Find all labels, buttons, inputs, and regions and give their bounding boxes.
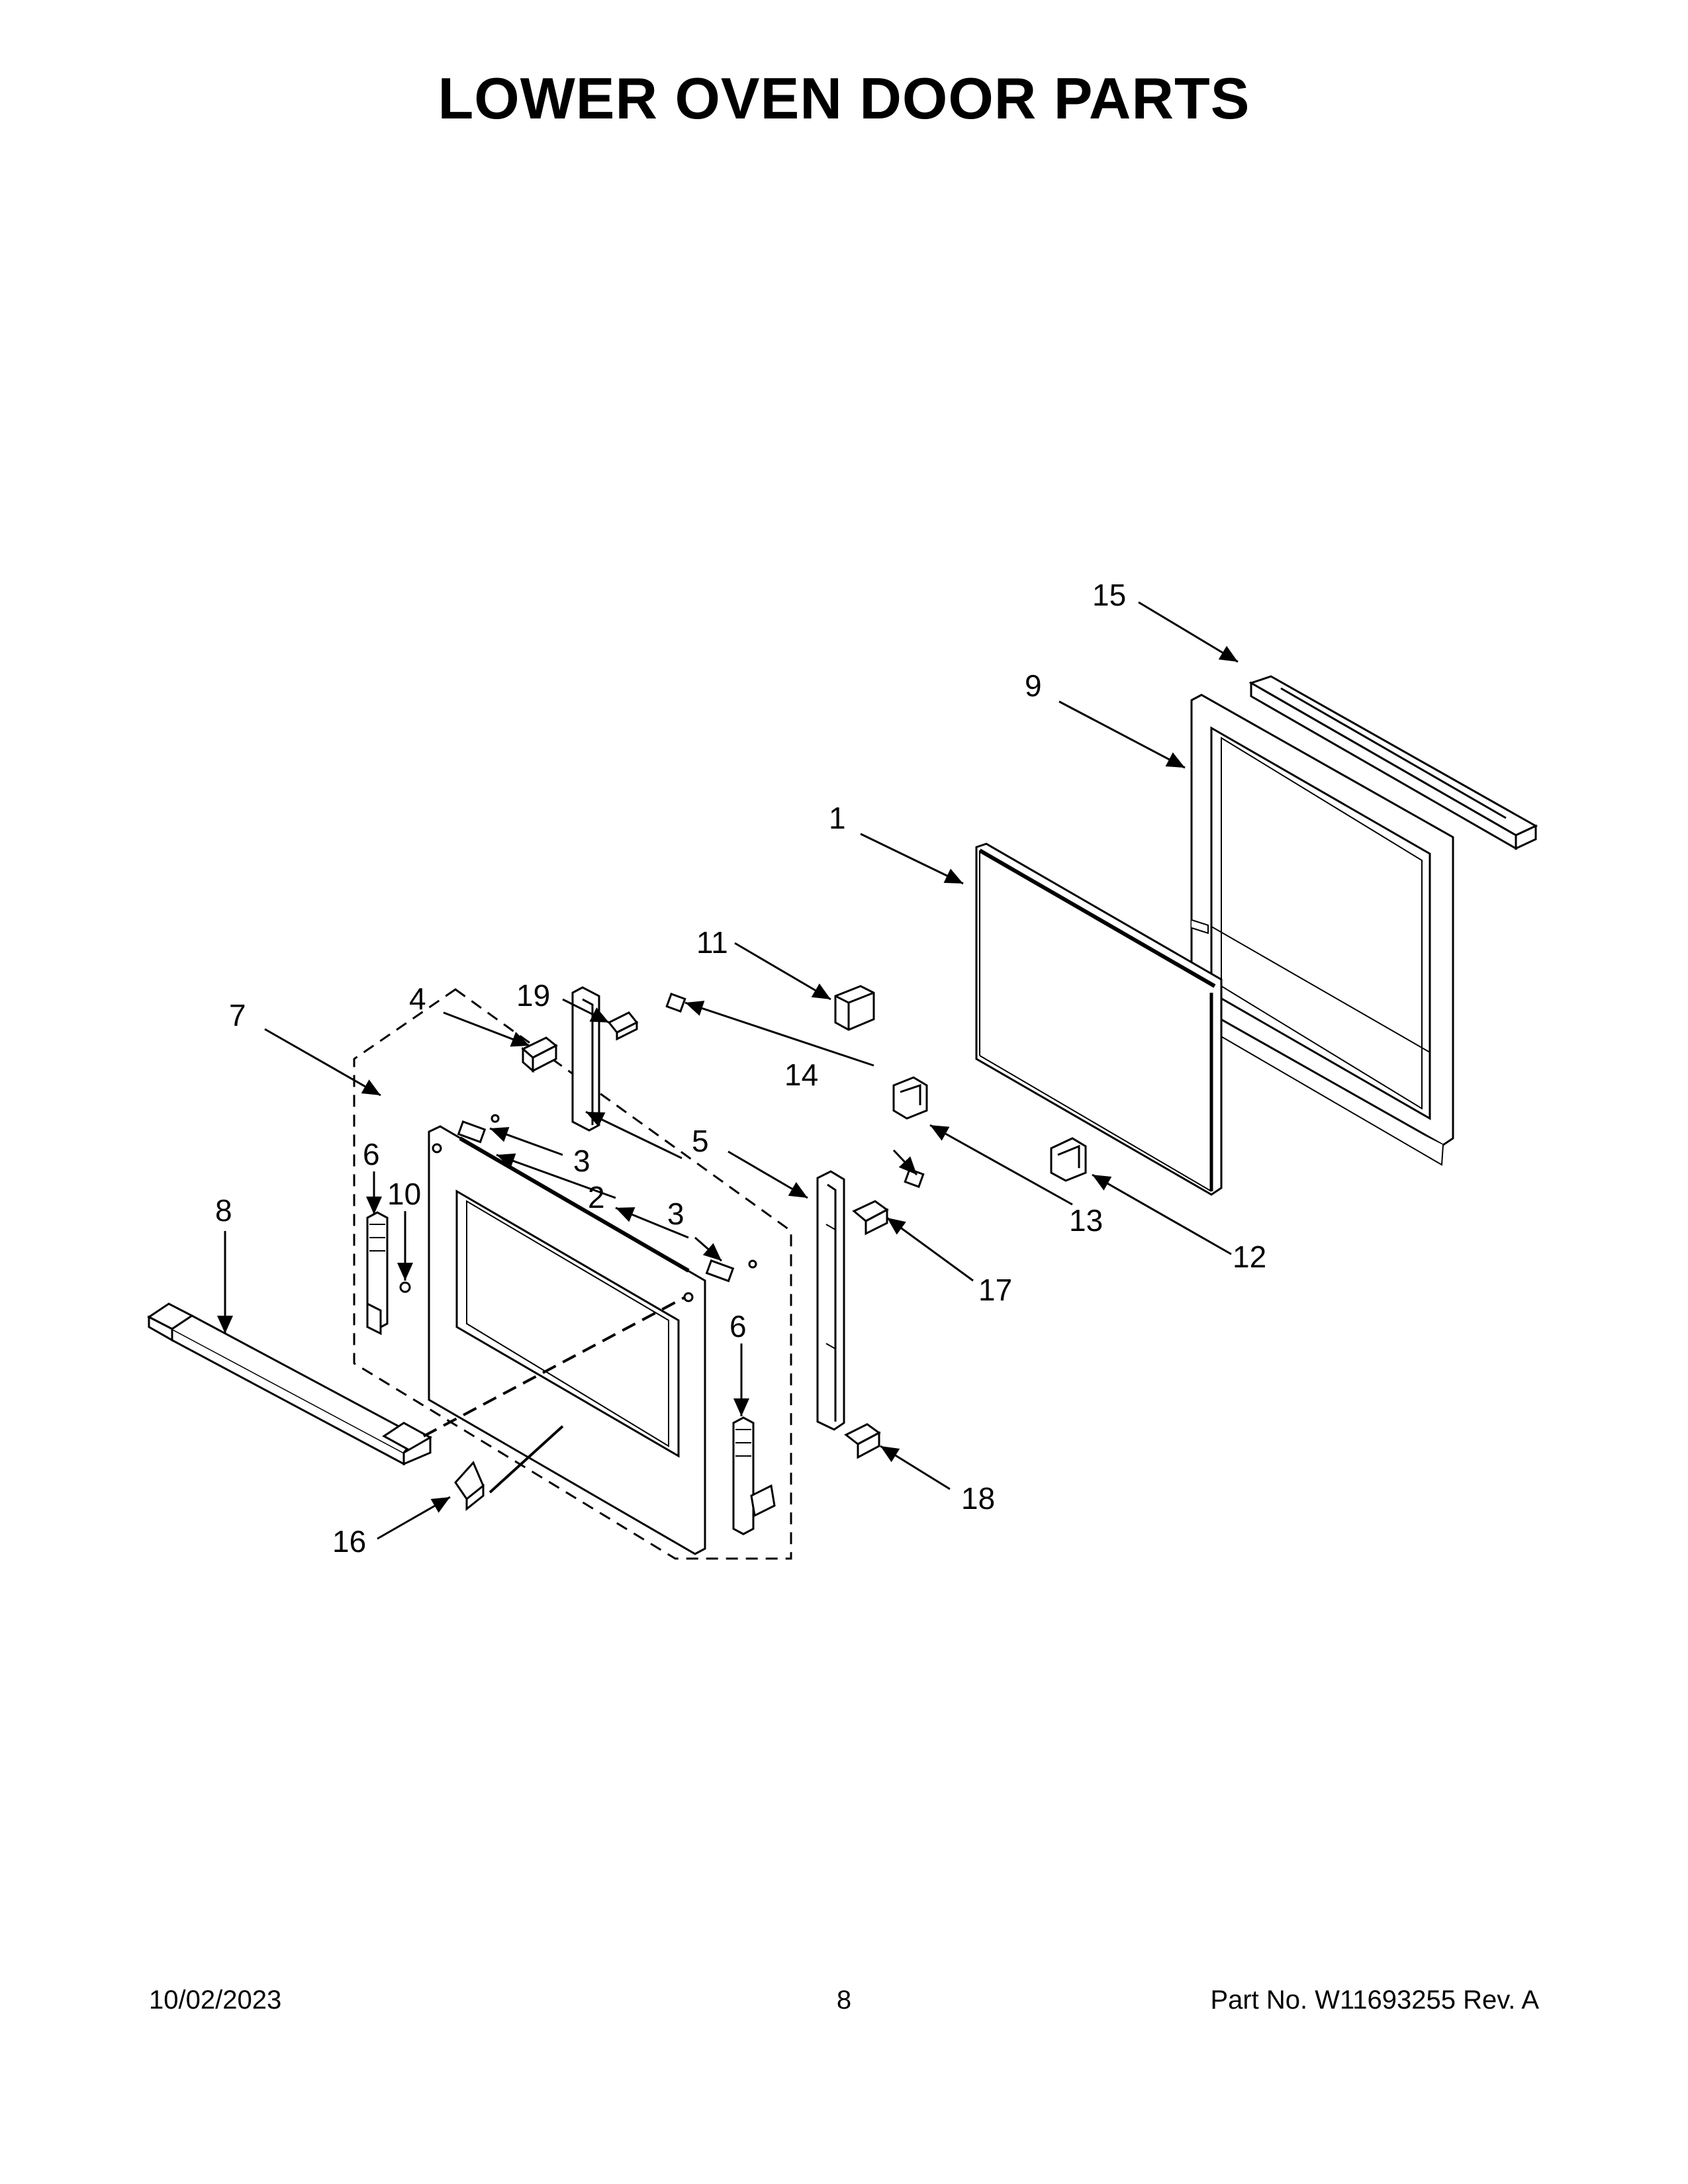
callout-12: 12 bbox=[1233, 1240, 1266, 1274]
callout-5: 5 bbox=[692, 1124, 709, 1158]
part-18-screw bbox=[844, 1423, 881, 1459]
part-3-pin-left bbox=[491, 1114, 500, 1123]
part-14-pad-upper bbox=[665, 992, 686, 1013]
callout-7: 7 bbox=[229, 998, 246, 1032]
callout-19: 19 bbox=[516, 978, 550, 1013]
callout-16: 16 bbox=[332, 1524, 366, 1559]
part-6-hinge-left bbox=[366, 1211, 389, 1336]
callout-6b: 6 bbox=[729, 1309, 747, 1343]
part-5-channel-lower bbox=[816, 1170, 845, 1431]
footer-page-number: 8 bbox=[836, 1985, 852, 2015]
part-15-top-trim bbox=[1248, 675, 1538, 850]
callout-18: 18 bbox=[961, 1481, 995, 1516]
callout-3b: 3 bbox=[667, 1197, 684, 1231]
callout-1: 1 bbox=[829, 801, 846, 835]
callout-14: 14 bbox=[784, 1058, 818, 1092]
handle-alignment-line-lower bbox=[489, 1425, 564, 1494]
part-12-hinge-receiver bbox=[1050, 1137, 1087, 1182]
footer-date: 10/02/2023 bbox=[149, 1985, 282, 2015]
part-16-bracket bbox=[454, 1461, 485, 1512]
door-assembly-dashed-outline bbox=[353, 988, 792, 1560]
page-title: LOWER OVEN DOOR PARTS bbox=[438, 66, 1250, 131]
callout-3a: 3 bbox=[573, 1144, 590, 1178]
part-3-clip-left bbox=[457, 1120, 487, 1144]
callout-2: 2 bbox=[588, 1180, 605, 1214]
handle-alignment-line-upper bbox=[423, 1296, 686, 1437]
callout-17: 17 bbox=[978, 1273, 1012, 1307]
part-4-bolt bbox=[521, 1036, 558, 1073]
part-13-hinge-receiver bbox=[892, 1076, 928, 1120]
leader-arrows bbox=[217, 601, 1239, 1540]
part-5-channel-upper bbox=[571, 986, 600, 1132]
callout-9: 9 bbox=[1025, 668, 1042, 703]
part-3-clip-right bbox=[705, 1259, 735, 1283]
part-8-door-handle bbox=[147, 1302, 432, 1466]
callout-10: 10 bbox=[387, 1177, 421, 1211]
part-3-pin-right bbox=[748, 1259, 757, 1269]
callout-6a: 6 bbox=[363, 1137, 380, 1171]
callout-4: 4 bbox=[409, 981, 426, 1016]
callout-13: 13 bbox=[1069, 1203, 1103, 1238]
part-19-screw bbox=[607, 1011, 639, 1041]
callout-15: 15 bbox=[1092, 578, 1126, 612]
part-6-hinge-right bbox=[732, 1416, 776, 1535]
part-9-inner-frame bbox=[1190, 694, 1454, 1166]
part-17-screw bbox=[852, 1200, 889, 1236]
part-2-outer-door-panel bbox=[428, 1125, 706, 1555]
part-10-pin bbox=[399, 1281, 411, 1293]
footer-part-number: Part No. W11693255 Rev. A bbox=[1210, 1985, 1539, 2015]
part-11-bracket bbox=[834, 985, 875, 1031]
callout-8: 8 bbox=[215, 1193, 232, 1228]
part-1-door-glass bbox=[975, 842, 1223, 1196]
callout-11: 11 bbox=[696, 925, 728, 960]
